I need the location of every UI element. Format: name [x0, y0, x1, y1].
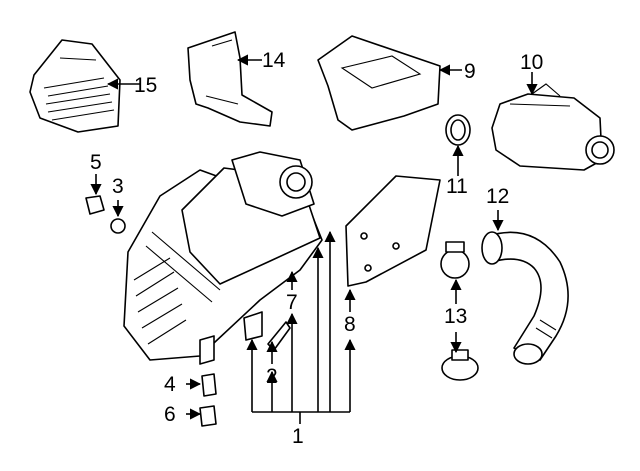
- cover-panel: [187, 31, 273, 127]
- intake-duct: [29, 39, 121, 133]
- callout-12: 12: [486, 185, 510, 208]
- outlet-hose: [481, 231, 569, 365]
- callout-4: 4: [164, 373, 176, 396]
- hose-clamp-upper: [440, 241, 470, 279]
- callout-9: 9: [464, 60, 476, 83]
- callout-10: 10: [520, 51, 544, 74]
- nut-3: [110, 218, 126, 234]
- callout-11: 11: [446, 175, 468, 198]
- callout-1: 1: [292, 425, 304, 448]
- plug-5: [85, 195, 105, 215]
- callout-13: 13: [444, 305, 468, 328]
- callout-5: 5: [90, 151, 102, 174]
- callout-7: 7: [286, 291, 298, 314]
- callout-14: 14: [262, 49, 286, 72]
- callout-15: 15: [134, 74, 158, 97]
- air-cleaner-housing: [123, 151, 323, 365]
- leader-lines: [90, 54, 538, 424]
- mounting-bracket: [345, 175, 441, 287]
- grommet-6: [199, 405, 217, 427]
- heat-shield: [317, 35, 441, 131]
- fitting-4: [201, 373, 217, 397]
- callout-3: 3: [112, 175, 124, 198]
- seal-ring-inner: [450, 119, 466, 141]
- callout-6: 6: [164, 403, 176, 426]
- air-flow-sensor: [491, 83, 615, 171]
- callout-2: 2: [266, 365, 278, 388]
- hose-clamp-lower: [441, 349, 479, 381]
- callout-8: 8: [344, 313, 356, 336]
